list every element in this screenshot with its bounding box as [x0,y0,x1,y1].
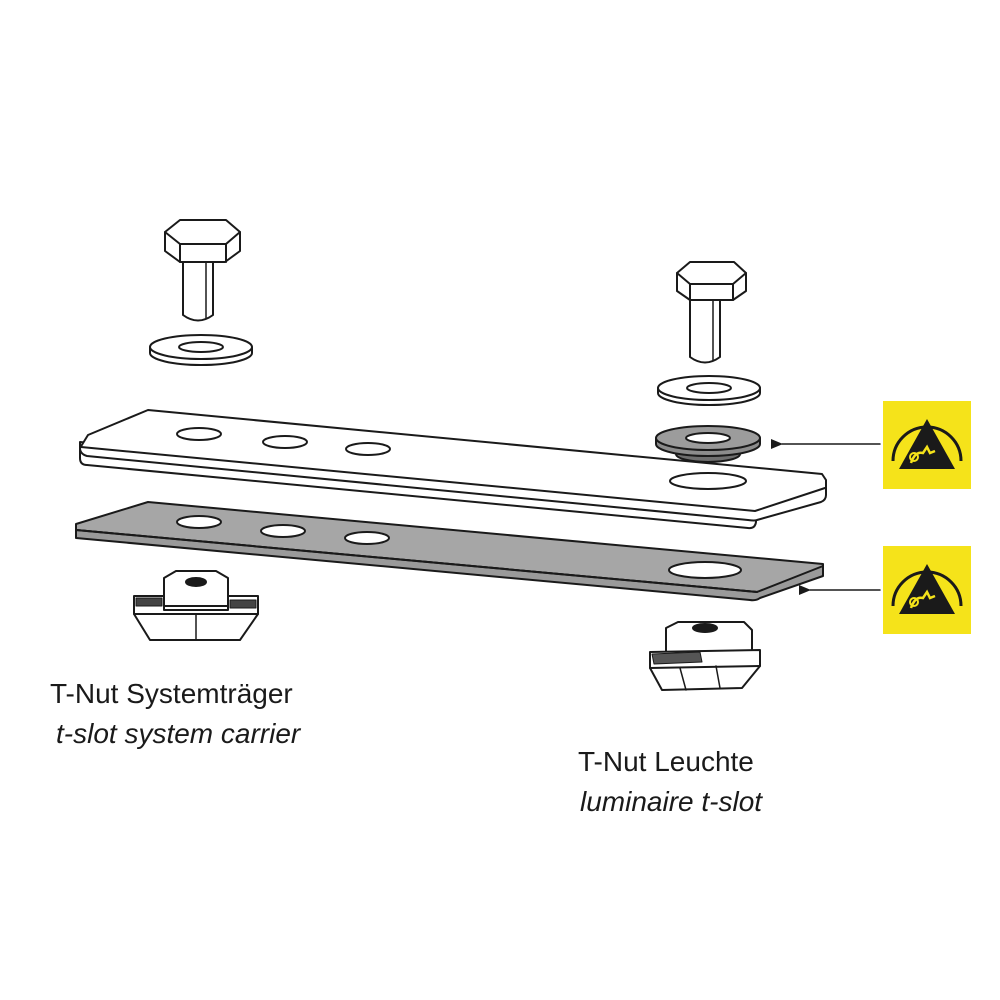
esd-warning-icon [883,401,971,489]
right-hex-bolt [676,261,747,364]
mounting-plate [79,409,827,530]
label-left-t-nut-en: t-slot system carrier [56,718,301,749]
insulating-washer [655,425,761,463]
insulating-plate [75,501,824,602]
left-washer [149,334,253,366]
left-t-nut [133,570,259,641]
right-t-nut [649,621,761,691]
esd-warning-icon [883,546,971,634]
right-washer [657,375,761,406]
label-right-t-nut-de: T-Nut Leuchte [578,746,754,777]
label-right-t-nut-en: luminaire t-slot [580,786,763,817]
label-left-t-nut-de: T-Nut Systemträger [50,678,293,709]
left-hex-bolt [164,219,241,322]
